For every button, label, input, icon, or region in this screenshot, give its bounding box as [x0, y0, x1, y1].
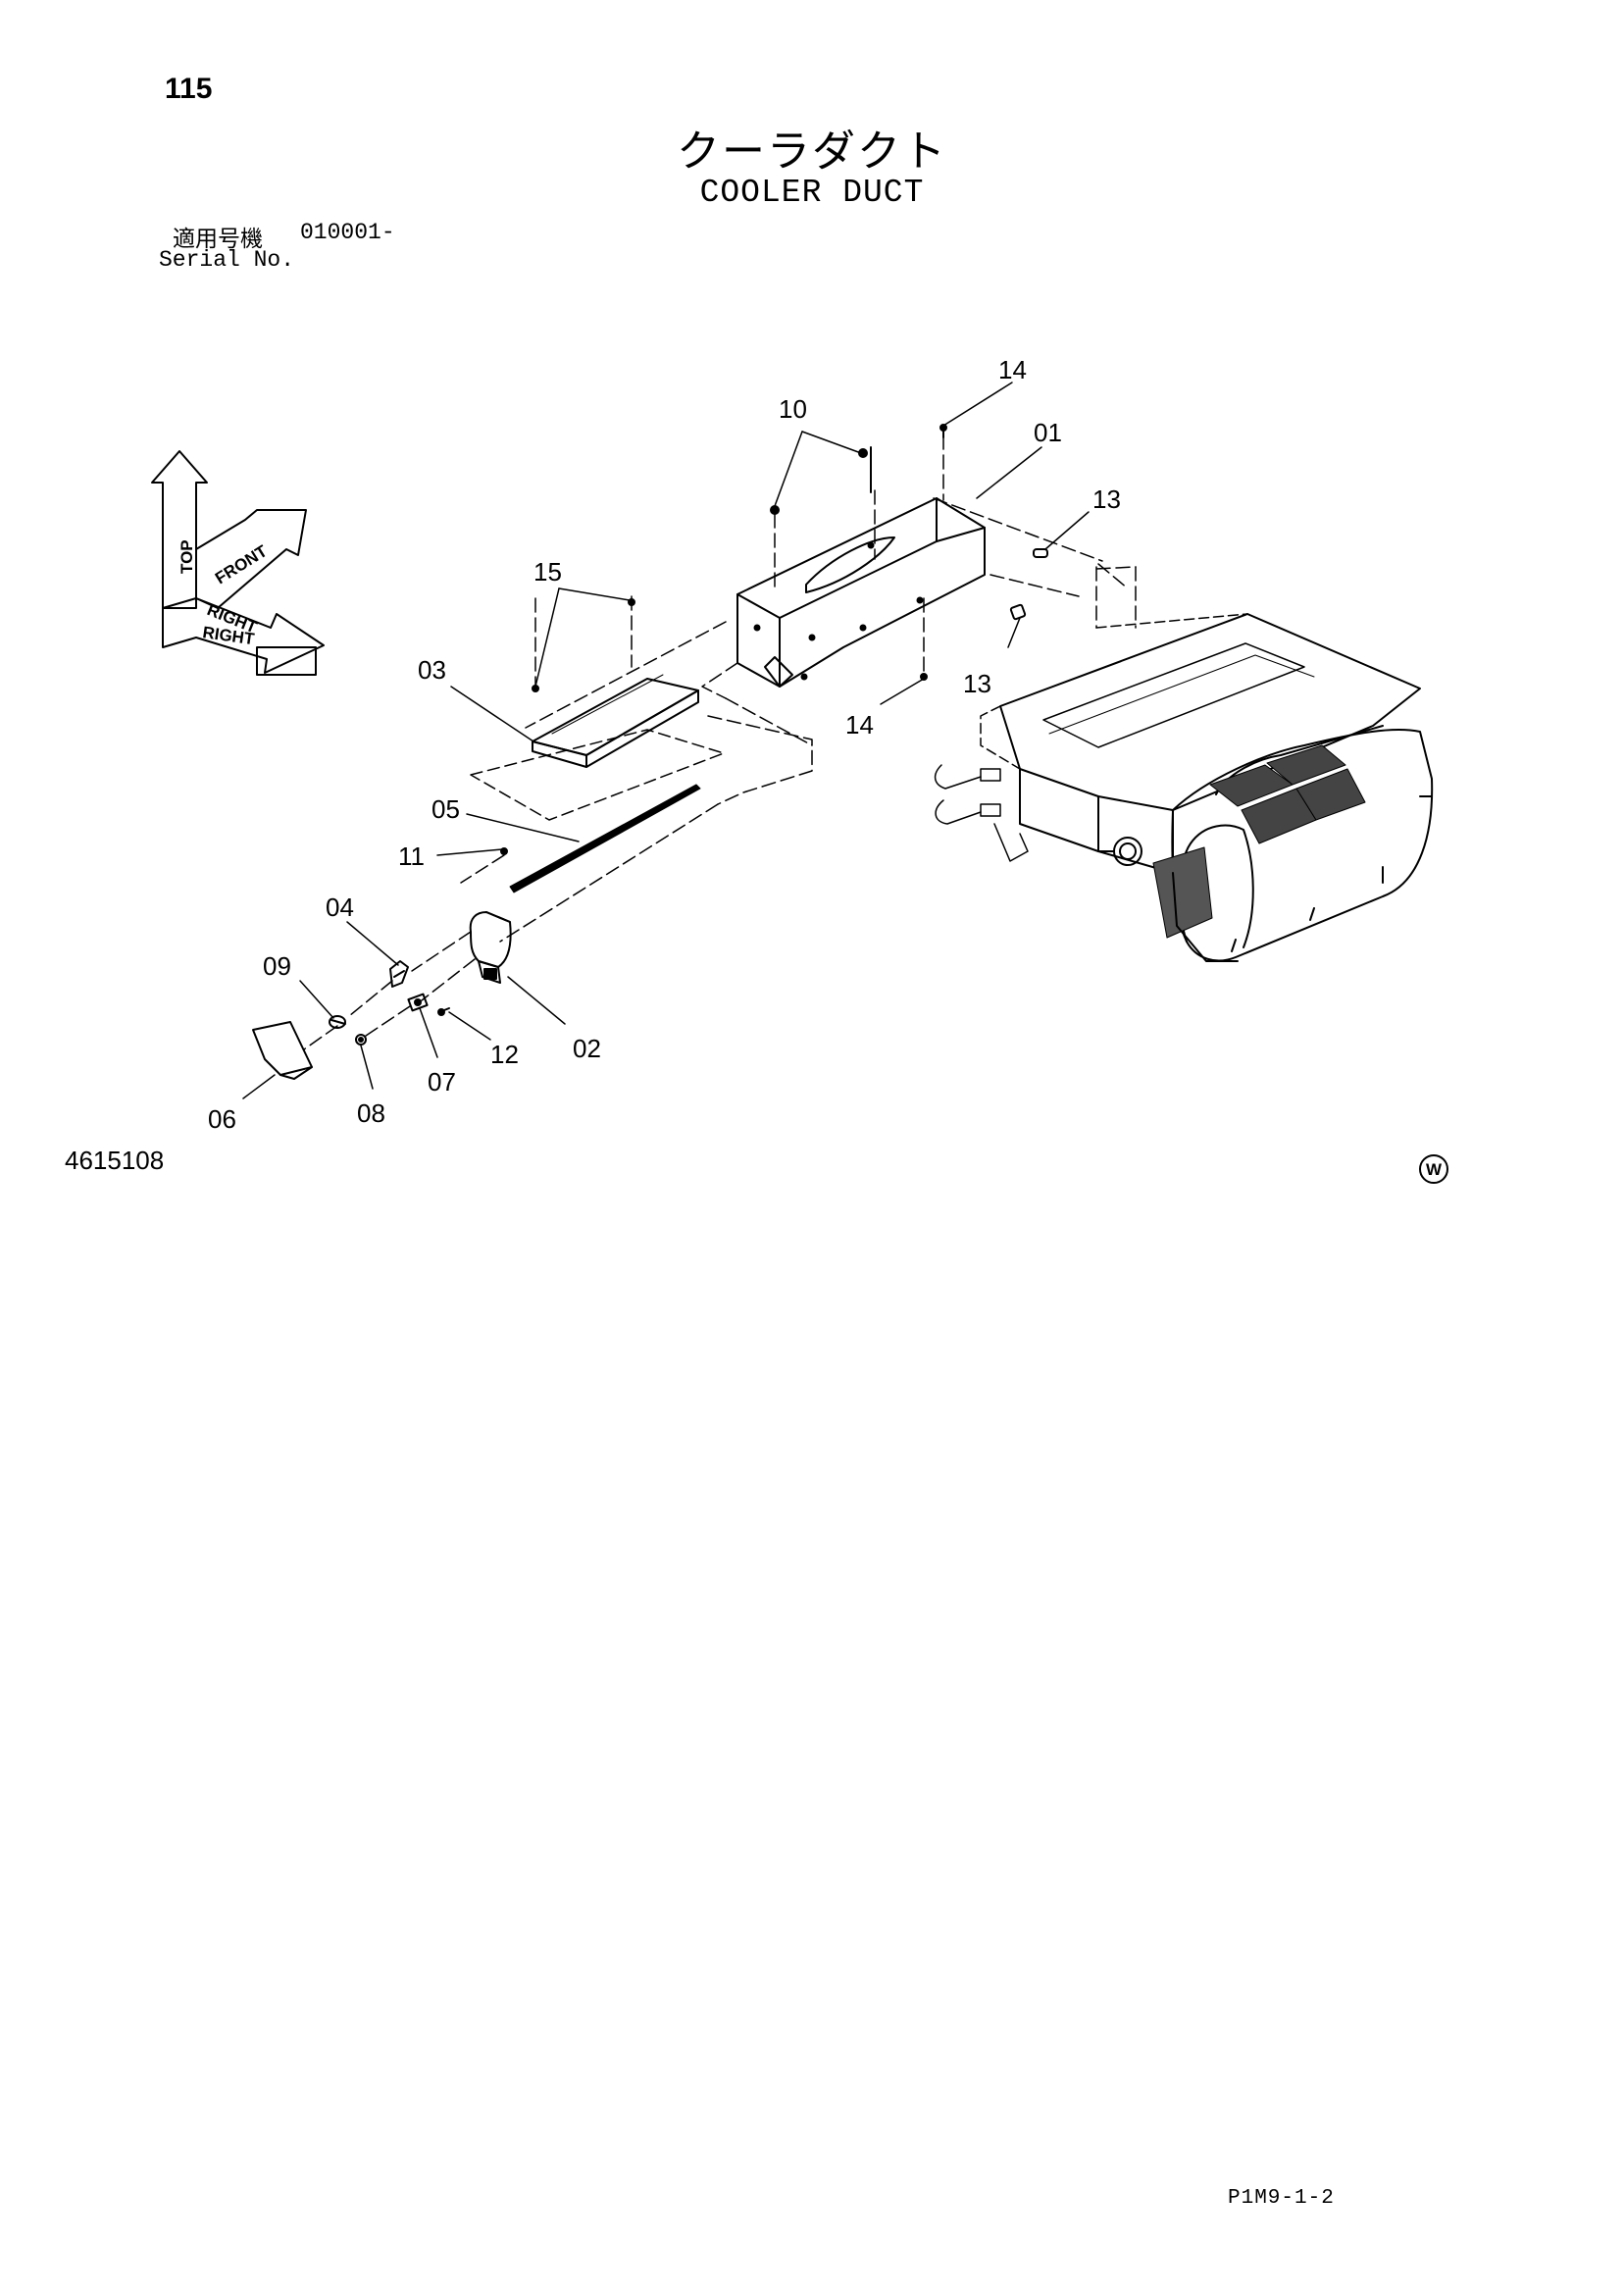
right-arrow-tail-icon: [256, 646, 317, 676]
callout-13-lower: 13: [963, 669, 991, 698]
filter-panel-outline: [470, 729, 725, 821]
w-mark-letter: W: [1426, 1160, 1443, 1179]
top-arrow-icon: [151, 450, 208, 609]
w-mark-icon: W: [1419, 1154, 1448, 1184]
screws: [500, 424, 1048, 855]
callout-10: 10: [779, 394, 807, 424]
callout-labels: 01 02 03 04 05 06 07 08 09 10 11 12 13 1…: [208, 355, 1121, 1134]
page-title-japanese: クーラダクト: [677, 127, 947, 177]
callout-13-upper: 13: [1092, 485, 1121, 514]
callout-01: 01: [1034, 418, 1062, 447]
orientation-top-label: TOP: [178, 539, 196, 574]
grille-icon: [1152, 744, 1366, 939]
part-washer: [355, 1034, 367, 1046]
part-clip: [389, 960, 409, 988]
assembly-centerlines: [303, 434, 1137, 1050]
leader-lines: [242, 382, 1090, 1099]
part-louver: [252, 1021, 313, 1080]
callout-14-upper: 14: [998, 355, 1027, 384]
callout-09: 09: [263, 951, 291, 981]
air-conditioner-unit: [934, 613, 1434, 962]
sheet-code: P1M9-1-2: [1228, 2187, 1335, 2210]
callout-07: 07: [428, 1067, 456, 1097]
drawing-number: 4615108: [65, 1146, 165, 1175]
serial-label-english: Serial No.: [159, 247, 295, 273]
part-seal-strip: [509, 784, 701, 893]
callout-14-lower: 14: [845, 710, 874, 740]
orientation-indicator: TOP FRONT RIGHT RIGHT: [151, 450, 325, 676]
serial-number-range: 010001-: [300, 220, 395, 245]
part-small-screw: [437, 1007, 450, 1016]
callout-15: 15: [533, 557, 562, 587]
part-holder: [407, 993, 429, 1012]
serial-label-japanese: 適用号機: [173, 227, 263, 252]
exploded-parts-diagram: TOP FRONT RIGHT RIGHT: [151, 355, 1434, 1134]
page-number: 115: [165, 73, 213, 105]
part-outlet: [469, 911, 512, 984]
orientation-front-label: FRONT: [212, 541, 271, 587]
page-title-english: COOLER DUCT: [699, 175, 925, 211]
callout-12: 12: [490, 1040, 519, 1069]
callout-02: 02: [573, 1034, 601, 1063]
callout-03: 03: [418, 655, 446, 685]
callout-11: 11: [398, 842, 425, 871]
part-duct: [736, 497, 986, 688]
callout-06: 06: [208, 1104, 236, 1134]
callout-05: 05: [431, 794, 460, 824]
front-arrow-icon: [195, 509, 307, 609]
part-grommet: [329, 1015, 346, 1029]
part-filter: [532, 674, 699, 768]
right-arrow-icon: [162, 597, 325, 674]
callout-04: 04: [326, 893, 354, 922]
callout-08: 08: [357, 1098, 385, 1128]
